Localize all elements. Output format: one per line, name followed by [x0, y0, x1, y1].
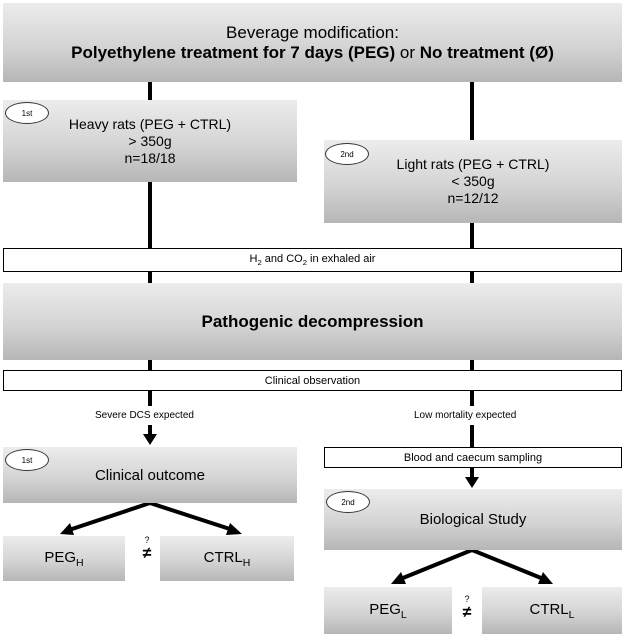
exhaled-air-label: H2 and CO2 in exhaled air [249, 252, 376, 268]
heavy-split-right-head [226, 523, 242, 535]
beverage-or-text: or [395, 42, 420, 62]
heavy-rats-badge: 1st [5, 102, 49, 124]
light-not-equal: ? ≠ [457, 594, 477, 622]
peg-l-label: PEGL [369, 600, 407, 621]
ctrl-l-box: CTRLL [482, 587, 622, 634]
light-question-mark: ? [464, 594, 470, 604]
left-arrowhead [143, 434, 157, 445]
heavy-rats-weight: > 350g [128, 132, 172, 149]
heavy-rats-title: Heavy rats (PEG + CTRL) [68, 115, 232, 132]
light-neq-sign: ≠ [462, 604, 472, 621]
biological-study-box: Biological Study [324, 489, 622, 550]
right-arrowhead [465, 477, 479, 488]
blood-sampling-bar: Blood and caecum sampling [324, 447, 622, 468]
beverage-none-text: No treatment (Ø) [419, 42, 554, 62]
low-mortality-label: Low mortality expected [414, 410, 517, 421]
pathogenic-decompression-box: Pathogenic decompression [3, 283, 622, 360]
clinical-observation-label: Clinical observation [264, 374, 361, 387]
ctrl-h-label: CTRLH [203, 548, 251, 569]
light-split-left-head [391, 572, 406, 584]
ctrl-h-box: CTRLH [160, 536, 294, 581]
light-rats-weight: < 350g [451, 173, 495, 189]
peg-h-label: PEGH [44, 548, 84, 569]
peg-l-box: PEGL [324, 587, 452, 634]
heavy-split-right [149, 501, 237, 533]
beverage-line2: Polyethylene treatment for 7 days (PEG) … [71, 43, 554, 63]
heavy-not-equal: ? ≠ [137, 535, 157, 563]
light-rats-title: Light rats (PEG + CTRL) [396, 156, 550, 172]
heavy-neq-sign: ≠ [142, 545, 152, 562]
severe-dcs-label: Severe DCS expected [95, 410, 194, 421]
clinical-outcome-box: Clinical outcome [3, 447, 297, 503]
biological-study-title: Biological Study [419, 511, 527, 528]
clinical-outcome-badge: 1st [5, 449, 49, 471]
heavy-question-mark: ? [144, 535, 150, 545]
pathogenic-decompression-label: Pathogenic decompression [201, 311, 424, 331]
biological-study-badge: 2nd [326, 491, 370, 513]
light-split-left [397, 548, 473, 582]
beverage-modification-box: Beverage modification: Polyethylene trea… [3, 3, 622, 82]
blood-sampling-label: Blood and caecum sampling [403, 451, 543, 464]
beverage-line1: Beverage modification: [226, 22, 399, 42]
clinical-observation-bar: Clinical observation [3, 370, 622, 391]
light-rats-n: n=12/12 [447, 190, 499, 206]
peg-h-box: PEGH [3, 536, 125, 581]
light-split-right-head [538, 572, 553, 584]
clinical-outcome-title: Clinical outcome [94, 466, 206, 484]
beverage-peg-text: Polyethylene treatment for 7 days (PEG) [71, 42, 396, 62]
heavy-rats-box: Heavy rats (PEG + CTRL) > 350g n=18/18 [3, 100, 297, 182]
heavy-rats-n: n=18/18 [124, 149, 176, 166]
light-rats-badge: 2nd [325, 143, 369, 165]
ctrl-l-label: CTRLL [529, 600, 575, 621]
light-rats-box: Light rats (PEG + CTRL) < 350g n=12/12 [324, 140, 622, 223]
heavy-split-left-head [60, 523, 74, 535]
light-split-right [471, 548, 547, 582]
heavy-split-left [65, 501, 151, 533]
exhaled-air-bar: H2 and CO2 in exhaled air [3, 248, 622, 272]
